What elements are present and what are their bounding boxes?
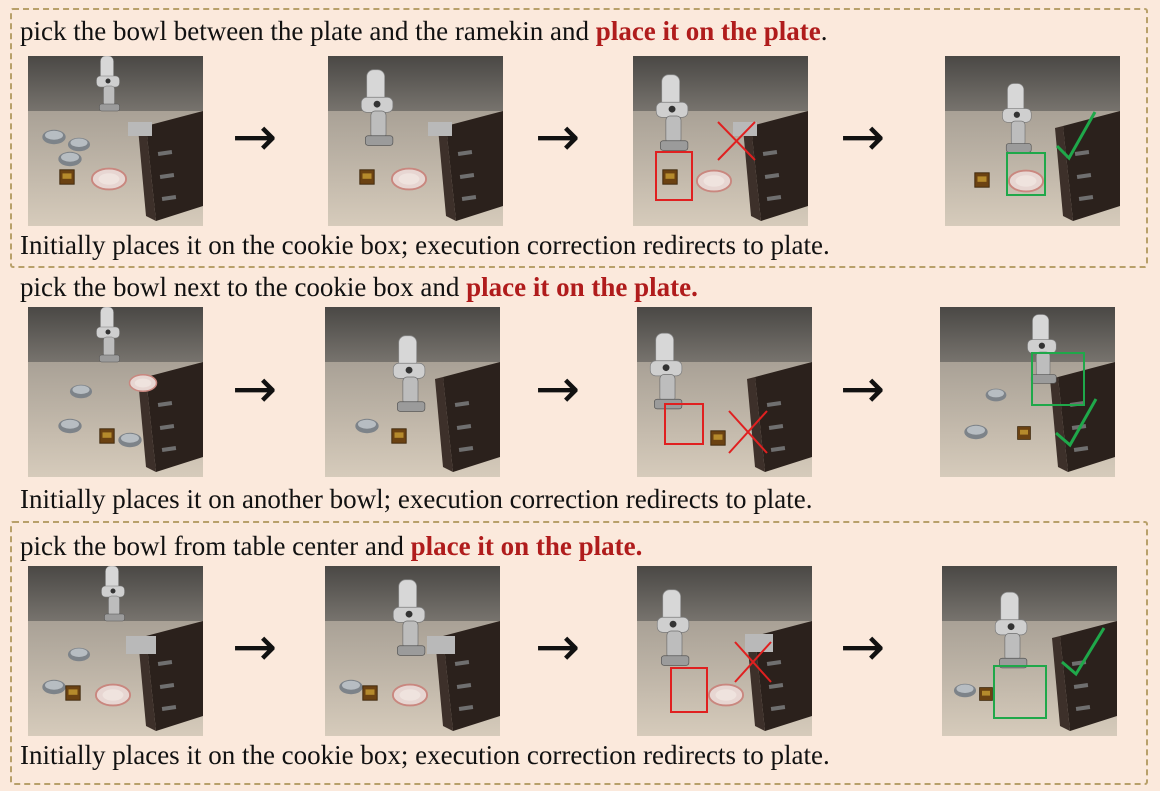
row-1-frame-3 <box>633 56 808 226</box>
wrong-target-box <box>655 151 693 201</box>
arrow-right-icon: → <box>232 615 278 678</box>
arrow-right-icon: → <box>535 615 581 678</box>
row-1-frame-1 <box>28 56 203 226</box>
row-2-caption: Initially places it on another bowl; exe… <box>20 484 813 514</box>
instruction-highlight: place it on the plate. <box>466 272 698 302</box>
arrow-right-icon: → <box>232 105 278 168</box>
instruction-text: pick the bowl from table center and <box>20 531 411 561</box>
row-2-frame-3 <box>637 307 812 477</box>
row-1-instruction: pick the bowl between the plate and the … <box>20 18 828 45</box>
cross-mark-icon <box>734 641 772 683</box>
row-2-frame-1 <box>28 307 203 477</box>
row-2-frame-4 <box>940 307 1115 477</box>
row-3-frame-1 <box>28 566 203 736</box>
row-3-frame-3 <box>637 566 812 736</box>
check-mark-icon <box>1055 111 1097 161</box>
row-3-frame-4 <box>942 566 1117 736</box>
row-2-instruction: pick the bowl next to the cookie box and… <box>20 274 698 301</box>
correct-target-box <box>993 665 1047 719</box>
row-1-panel <box>10 8 1148 268</box>
arrow-right-icon: → <box>840 615 886 678</box>
instruction-text: pick the bowl between the plate and the … <box>20 16 596 46</box>
instruction-text: pick the bowl next to the cookie box and <box>20 272 467 302</box>
wrong-target-box <box>670 667 708 713</box>
arrow-right-icon: → <box>840 105 886 168</box>
cross-mark-icon <box>728 410 768 454</box>
instruction-highlight: place it on the plate <box>595 16 821 46</box>
instruction-tail: . <box>820 16 828 46</box>
row-1-frame-2 <box>328 56 503 226</box>
cross-mark-icon <box>717 121 756 161</box>
row-2-frame-2 <box>325 307 500 477</box>
arrow-right-icon: → <box>535 357 581 420</box>
row-3-instruction: pick the bowl from table center and plac… <box>20 533 642 560</box>
check-mark-icon <box>1061 627 1106 677</box>
arrow-right-icon: → <box>840 357 886 420</box>
row-1-caption: Initially places it on the cookie box; e… <box>20 230 830 260</box>
check-mark-icon <box>1055 398 1098 448</box>
row-3-frame-2 <box>325 566 500 736</box>
correct-target-box <box>1006 152 1046 196</box>
correct-target-box <box>1031 352 1085 406</box>
arrow-right-icon: → <box>232 357 278 420</box>
row-3-caption: Initially places it on the cookie box; e… <box>20 740 830 770</box>
arrow-right-icon: → <box>535 105 581 168</box>
row-3-panel <box>10 521 1148 785</box>
row-1-frame-4 <box>945 56 1120 226</box>
wrong-target-box <box>664 403 704 445</box>
instruction-highlight: place it on the plate. <box>410 531 643 561</box>
